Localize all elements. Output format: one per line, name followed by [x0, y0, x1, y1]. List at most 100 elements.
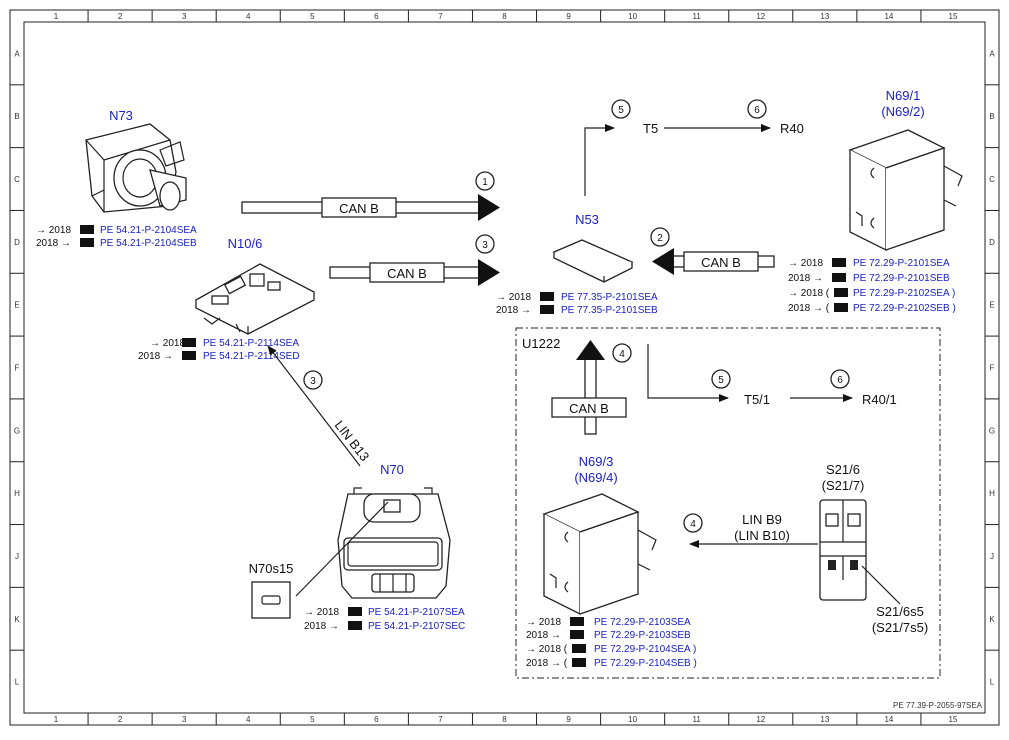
- can-b-arrow-3[interactable]: CAN B: [329, 259, 500, 286]
- svg-text:2018 →: 2018 →: [788, 273, 823, 284]
- lin-b9-label: LIN B9: [742, 512, 782, 527]
- n53-references: → 2018 PE 77.35-P-2101SEA 2018 → PE 77.3…: [496, 292, 658, 316]
- grid-row-label-left: C: [14, 175, 20, 184]
- grid-row-label-left: G: [14, 426, 20, 435]
- step-1-marker: 1: [475, 171, 495, 191]
- s21-6s5-callout: S21/6s5 (S21/7s5): [861, 565, 928, 635]
- ref-hand-icon: [348, 607, 362, 616]
- n53-ref-code-1[interactable]: PE 77.35-P-2101SEA: [561, 292, 658, 303]
- signal-path-t5-r40: T5 R40 5 6: [584, 99, 804, 196]
- ref-hand-icon: [572, 644, 586, 653]
- grid-row-label-left: H: [14, 489, 20, 498]
- grid-col-label-top: 1: [54, 12, 59, 21]
- grid-col-label-top: 15: [949, 12, 958, 21]
- n53-component[interactable]: N53: [552, 212, 634, 283]
- step-3-marker-a: 3: [475, 234, 495, 254]
- n53-ref-code-2[interactable]: PE 77.35-P-2101SEB: [561, 305, 658, 316]
- n69-3-label: N69/3: [579, 454, 614, 469]
- n69-1-label: N69/1: [886, 88, 921, 103]
- grid-row-label-right: D: [989, 238, 995, 247]
- svg-text:4: 4: [690, 519, 696, 530]
- n70-component[interactable]: N70: [337, 462, 451, 599]
- ref-hand-icon: [182, 351, 196, 360]
- n70s15-component[interactable]: N70s15: [249, 501, 389, 619]
- n53-label: N53: [575, 212, 599, 227]
- grid-row-label-right: B: [989, 112, 994, 121]
- ref-hand-icon: [832, 273, 846, 282]
- lin-b10-label: (LIN B10): [734, 528, 790, 543]
- lin-b9-arrow[interactable]: LIN B9 (LIN B10): [689, 512, 818, 548]
- grid-col-label-bottom: 5: [310, 715, 315, 724]
- n69-3-ref-code-3[interactable]: PE 72.29-P-2104SEA ): [594, 644, 696, 655]
- grid-col-label-top: 2: [118, 12, 123, 21]
- n10-6-ref-year-2: 2018 →: [138, 351, 173, 362]
- ref-hand-icon: [834, 303, 848, 312]
- n73-component[interactable]: N73: [85, 108, 187, 213]
- n10-6-references: → 2018 PE 54.21-P-2114SEA 2018 → PE 54.2…: [138, 338, 300, 362]
- outer-frame: [9, 9, 1000, 726]
- n73-ref-code-2[interactable]: PE 54.21-P-2104SEB: [100, 238, 197, 249]
- n69-1-ref-code-3[interactable]: PE 72.29-P-2102SEA ): [853, 288, 955, 299]
- grid-col-label-bottom: 10: [628, 715, 637, 724]
- n10-6-component[interactable]: N10/6: [194, 236, 316, 335]
- grid-ticks: [10, 10, 999, 725]
- grid-col-label-bottom: 3: [182, 715, 187, 724]
- s21-6-component[interactable]: S21/6 (S21/7): [819, 462, 867, 601]
- grid-col-label-bottom: 13: [820, 715, 829, 724]
- n69-3-ref-code-1[interactable]: PE 72.29-P-2103SEA: [594, 617, 691, 628]
- u1222-label: U1222: [522, 336, 560, 351]
- n70-ref-code-2[interactable]: PE 54.21-P-2107SEC: [368, 621, 465, 632]
- n69-2-label: (N69/2): [881, 104, 924, 119]
- n10-6-label: N10/6: [228, 236, 263, 251]
- n69-1-references: → 2018 PE 72.29-P-2101SEA 2018 → PE 72.2…: [788, 258, 956, 314]
- n69-3-component[interactable]: N69/3 (N69/4): [542, 454, 657, 616]
- svg-text:4: 4: [619, 349, 625, 360]
- u1222-boundary: [515, 327, 941, 679]
- grid-row-label-right: L: [990, 678, 995, 687]
- ref-hand-icon: [182, 338, 196, 347]
- can-b-arrow-1[interactable]: CAN B: [241, 194, 500, 221]
- drawing-id: PE 77.39-P-2055-97SEA: [893, 701, 983, 710]
- n69-1-component[interactable]: N69/1 (N69/2): [848, 88, 963, 252]
- n69-1-ref-code-4[interactable]: PE 72.29-P-2102SEB ): [853, 303, 956, 314]
- n69-1-ref-code-1[interactable]: PE 72.29-P-2101SEA: [853, 258, 950, 269]
- n69-3-ref-code-2[interactable]: PE 72.29-P-2103SEB: [594, 630, 691, 641]
- n73-ref-code-1[interactable]: PE 54.21-P-2104SEA: [100, 225, 197, 236]
- grid-col-label-top: 10: [628, 12, 637, 21]
- grid-row-label-right: C: [989, 175, 995, 184]
- n70-ref-code-1[interactable]: PE 54.21-P-2107SEA: [368, 607, 465, 618]
- lin-b13-arrow[interactable]: LIN B13: [267, 345, 372, 467]
- grid-col-label-bottom: 12: [756, 715, 765, 724]
- grid-col-label-bottom: 6: [374, 715, 379, 724]
- grid-col-label-top: 3: [182, 12, 187, 21]
- n10-6-ref-code-2[interactable]: PE 54.21-P-2114SED: [203, 351, 300, 362]
- n10-6-ref-code-1[interactable]: PE 54.21-P-2114SEA: [203, 338, 299, 349]
- grid-row-label-right: H: [989, 489, 995, 498]
- grid-col-label-bottom: 4: [246, 715, 251, 724]
- grid-row-label-left: B: [14, 112, 19, 121]
- n69-1-ref-code-2[interactable]: PE 72.29-P-2101SEB: [853, 273, 950, 284]
- t5-label: T5: [643, 121, 658, 136]
- ref-hand-icon: [540, 305, 554, 314]
- n69-3-ref-code-4[interactable]: PE 72.29-P-2104SEB ): [594, 658, 697, 669]
- grid-col-label-bottom: 15: [949, 715, 958, 724]
- grid-row-label-right: K: [989, 615, 995, 624]
- n73-label: N73: [109, 108, 133, 123]
- n70-label: N70: [380, 462, 404, 477]
- r40-label: R40: [780, 121, 804, 136]
- grid-col-label-top: 8: [502, 12, 507, 21]
- can-b-label-1: CAN B: [339, 201, 379, 216]
- grid-col-label-bottom: 14: [884, 715, 893, 724]
- svg-text:2: 2: [657, 233, 663, 244]
- can-b-arrow-4[interactable]: CAN B: [551, 340, 627, 435]
- s21-7s5-label: (S21/7s5): [872, 620, 928, 635]
- grid-row-label-left: J: [15, 552, 19, 561]
- grid-col-label-top: 11: [693, 12, 702, 21]
- signal-path-t5-1-r40-1: T5/1 R40/1 5 6: [647, 344, 897, 407]
- can-b-arrow-2[interactable]: CAN B: [652, 248, 775, 275]
- n70s15-label: N70s15: [249, 561, 294, 576]
- svg-text:3: 3: [310, 376, 316, 387]
- step-4-marker-b: 4: [683, 513, 703, 533]
- grid-col-label-top: 5: [310, 12, 315, 21]
